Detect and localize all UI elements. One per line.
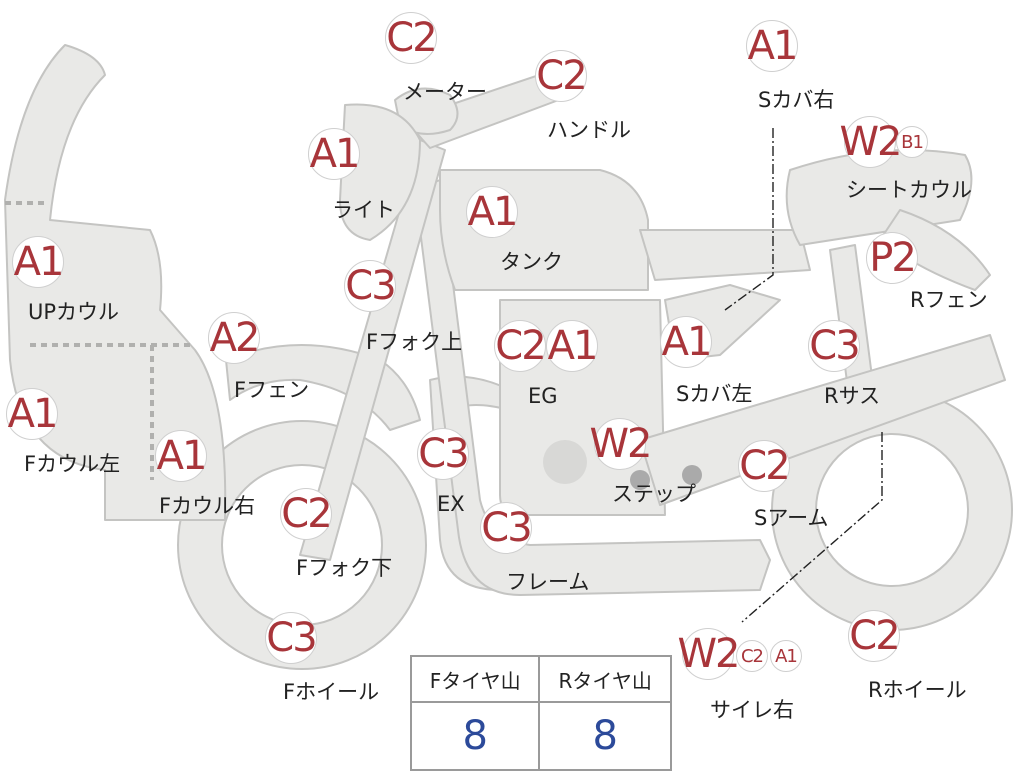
front-fork-shape bbox=[299, 139, 446, 561]
f-wheel-label: Fホイール bbox=[283, 680, 380, 704]
seat-cowl-label: シートカウル bbox=[846, 178, 972, 202]
handle-grade: C2 bbox=[535, 50, 588, 102]
engine-grade-1: C2 bbox=[494, 320, 547, 372]
f-fork-lower-label: Fフォク下 bbox=[296, 556, 393, 580]
exhaust-label: EX bbox=[437, 492, 465, 516]
f-cowl-left-label: Fカウル左 bbox=[24, 452, 121, 476]
r-fender-label: Rフェン bbox=[910, 288, 988, 312]
muffler-right-grade-3: A1 bbox=[770, 640, 802, 672]
seat-rail-shape bbox=[639, 229, 811, 281]
up-cowl-grade: A1 bbox=[12, 236, 64, 288]
f-wheel-grade: C3 bbox=[265, 612, 318, 664]
swing-arm-label: Sアーム bbox=[754, 506, 829, 530]
engine-label: EG bbox=[528, 384, 558, 408]
muffler-right-grade-2: C2 bbox=[736, 640, 768, 672]
side-cover-right-grade: A1 bbox=[746, 20, 798, 72]
tire-tread-table: Fタイヤ山 Rタイヤ山 8 8 bbox=[409, 655, 672, 771]
handle-label: ハンドル bbox=[547, 118, 631, 142]
f-fork-lower-grade: C2 bbox=[280, 488, 333, 540]
f-cowl-right-label: Fカウル右 bbox=[159, 494, 256, 518]
r-suspension-grade: C3 bbox=[808, 320, 861, 372]
engine-grade-2: A1 bbox=[546, 320, 598, 372]
swing-arm-grade: C2 bbox=[738, 440, 791, 492]
front-tire-header: Fタイヤ山 bbox=[409, 655, 541, 703]
f-fender-grade: A2 bbox=[208, 312, 260, 364]
front-tire-value: 8 bbox=[409, 701, 541, 771]
f-fender-label: Fフェン bbox=[234, 378, 310, 402]
side-cover-right-label: Sカバ右 bbox=[758, 88, 835, 112]
r-wheel-grade: C2 bbox=[848, 610, 901, 662]
tank-label: タンク bbox=[500, 250, 563, 274]
muffler-right-label: サイレ右 bbox=[710, 698, 794, 722]
muffler-right-grade-1: W2 bbox=[678, 628, 741, 680]
f-cowl-right-grade: A1 bbox=[155, 430, 207, 482]
r-suspension-label: Rサス bbox=[824, 384, 881, 408]
meter-grade: C2 bbox=[385, 12, 438, 64]
light-grade: A1 bbox=[308, 128, 360, 180]
f-fork-upper-label: Fフォク上 bbox=[366, 330, 463, 354]
seat-cowl-grade-2: B1 bbox=[896, 126, 928, 158]
side-cover-left-label: Sカバ左 bbox=[676, 382, 753, 406]
side-cover-left-grade: A1 bbox=[660, 316, 712, 368]
r-wheel-label: Rホイール bbox=[868, 678, 967, 702]
rear-tire-header: Rタイヤ山 bbox=[538, 655, 672, 703]
swing-arm-shape bbox=[639, 334, 1006, 506]
frame-label: フレーム bbox=[506, 570, 590, 594]
meter-label: メーター bbox=[403, 80, 487, 104]
r-fender-grade: P2 bbox=[866, 232, 918, 284]
rear-tire-value: 8 bbox=[538, 701, 672, 771]
light-label: ライト bbox=[332, 198, 395, 222]
cowl-shape bbox=[4, 44, 227, 521]
tank-grade: A1 bbox=[466, 186, 518, 238]
f-fork-upper-grade: C3 bbox=[344, 260, 397, 312]
f-cowl-left-grade: A1 bbox=[6, 388, 58, 440]
exhaust-grade: C3 bbox=[417, 428, 470, 480]
meter-shape bbox=[394, 87, 459, 135]
step-grade: W2 bbox=[590, 418, 653, 470]
step-label: ステップ bbox=[612, 482, 696, 506]
seat-cowl-grade-1: W2 bbox=[840, 116, 903, 168]
frame-grade: C3 bbox=[480, 502, 533, 554]
light-shape bbox=[339, 103, 421, 241]
up-cowl-label: UPカウル bbox=[28, 300, 120, 324]
